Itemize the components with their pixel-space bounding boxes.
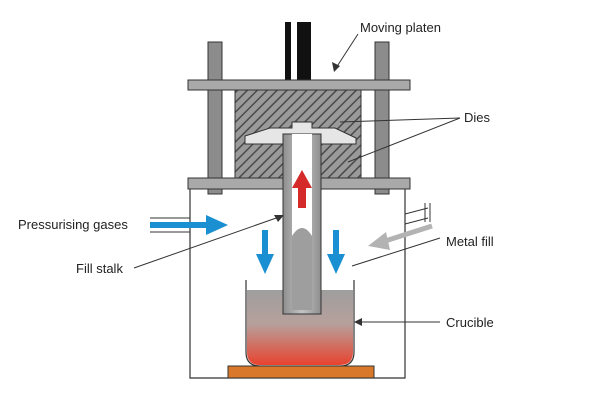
right-tie-bar <box>374 41 390 195</box>
arrow-right-icon <box>150 215 228 235</box>
metal-fill-arrow <box>368 223 433 250</box>
leader-crucible-head <box>354 318 362 326</box>
label-crucible: Crucible <box>446 315 494 330</box>
leader-moving-platen <box>335 33 359 69</box>
rising-metal-column <box>292 228 312 310</box>
leader-dies-upper <box>339 117 461 123</box>
leader-fill-stalk <box>133 215 283 269</box>
arrow-down-icon <box>327 230 345 274</box>
metal-fill-pipe-b <box>404 217 429 225</box>
label-fill-stalk: Fill stalk <box>76 261 123 276</box>
leader-dies-lower <box>347 117 461 163</box>
label-pressurising-gases: Pressurising gases <box>18 217 128 232</box>
arrow-down-icon <box>256 230 274 274</box>
platen-ram-highlight <box>291 22 297 80</box>
leader-fill-stalk-head <box>274 215 284 222</box>
arrow-up-icon <box>292 170 312 208</box>
platen-ram <box>285 22 311 80</box>
label-moving-platen: Moving platen <box>360 20 441 35</box>
leader-metal-fill <box>351 237 441 267</box>
left-tie-bar <box>207 41 223 195</box>
metal-fill-pipe-a <box>404 207 429 215</box>
molten-metal <box>247 290 353 365</box>
label-metal-fill: Metal fill <box>446 234 494 249</box>
label-dies: Dies <box>464 110 491 125</box>
leader-moving-platen-head <box>332 62 340 72</box>
moving-platen-plate <box>187 79 411 91</box>
heater-base <box>227 365 375 379</box>
